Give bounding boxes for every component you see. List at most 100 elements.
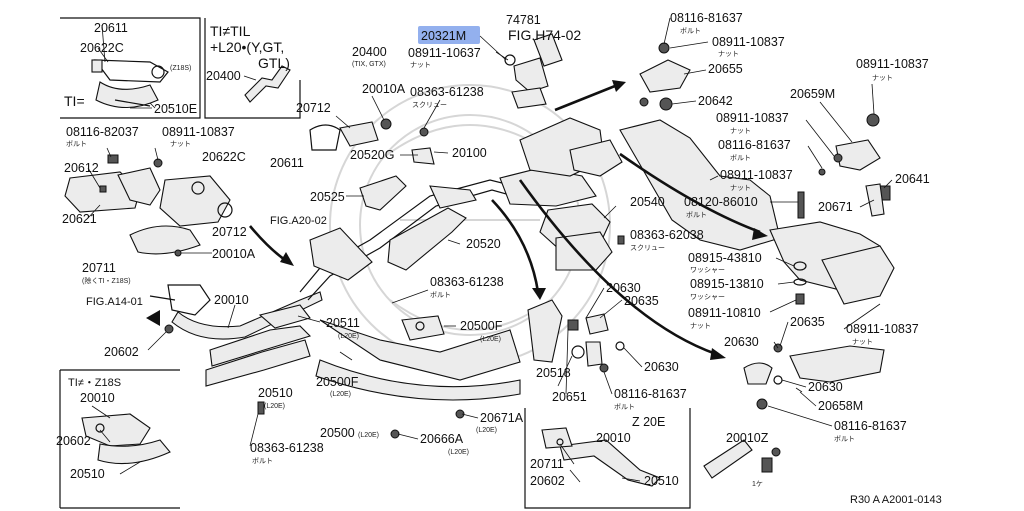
- label-nut-m: ナット: [730, 184, 751, 192]
- label-20010z: 20010Z: [726, 431, 769, 445]
- label-gtl-line: GTL): [258, 55, 290, 71]
- til-variant-box: [204, 18, 301, 119]
- part-labels: 20611 20622C (Z18S) TI= 20510E TI≠TIL +L…: [56, 11, 942, 506]
- part-20010z: [703, 439, 781, 479]
- label-08911-10837-r: 08911-10837: [856, 57, 929, 71]
- label-20500f-a: 20500F: [460, 319, 503, 333]
- ti-variant-box: [60, 17, 201, 119]
- label-20641: 20641: [895, 172, 930, 186]
- label-bolt-mr: ボルト: [730, 154, 751, 162]
- label-20500f-b: 20500F: [316, 375, 359, 389]
- label-20630-b: 20630: [724, 335, 759, 349]
- label-74781: 74781: [506, 13, 541, 27]
- label-20612: 20612: [64, 161, 99, 175]
- label-20010a-top: 20010A: [362, 82, 406, 96]
- label-20400: 20400: [352, 45, 387, 59]
- label-20712-top: 20712: [296, 101, 331, 115]
- label-bolt-tr: ボルト: [680, 27, 701, 35]
- label-z18s-tag: (Z18S): [170, 65, 191, 72]
- hanger-group-20651: [527, 299, 625, 373]
- label-bolt-m2: ボルト: [430, 291, 451, 299]
- label-20518: 20518: [536, 366, 571, 380]
- label-screw-top: スクリュー: [412, 101, 447, 109]
- label-20659m: 20659M: [790, 87, 835, 101]
- label-bolt-b: ボルト: [614, 403, 635, 411]
- label-20602-box: 20602: [56, 434, 91, 448]
- front-tube-20010: [129, 175, 323, 351]
- label-20525: 20525: [310, 190, 345, 204]
- label-20658m: 20658M: [818, 399, 863, 413]
- label-08915-43810: 08915-43810: [688, 251, 762, 265]
- label-08911-10837-m: 08911-10837: [720, 168, 793, 182]
- label-nut-tr: ナット: [718, 50, 739, 58]
- label-20630-d: 20630: [808, 380, 843, 394]
- heat-insulator-left: [64, 147, 163, 219]
- label-20622c-l: 20622C: [202, 150, 246, 164]
- label-20602-z: 20602: [530, 474, 565, 488]
- label-l20-line: +L20•(Y,GT,: [210, 39, 284, 55]
- label-08915-13810: 08915-13810: [690, 277, 764, 291]
- label-fig-h74: FIG.H74-02: [508, 27, 581, 43]
- label-08116-81637-b: 08116-81637: [614, 387, 687, 401]
- label-08911-10837-b: 08911-10837: [846, 322, 919, 336]
- label-08116-82037: 08116-82037: [66, 125, 139, 139]
- label-nut-mr: ナット: [730, 127, 751, 135]
- label-20400-box: 20400: [206, 69, 241, 83]
- label-20622c-top: 20622C: [80, 41, 124, 55]
- label-washer-a: ワッシャー: [690, 266, 725, 274]
- label-08363-62038: 08363-62038: [630, 228, 704, 242]
- leader-lines: [91, 17, 893, 483]
- label-screw-m: スクリュー: [630, 244, 665, 252]
- label-20611-l: 20611: [270, 156, 304, 170]
- label-20010a-l: 20010A: [212, 247, 256, 261]
- label-20500: 20500: [320, 426, 355, 440]
- label-box-title: TI≠・Z18S: [68, 377, 121, 389]
- label-08363-61238-m: 08363-61238: [430, 275, 504, 289]
- label-20711: 20711: [82, 261, 116, 275]
- label-bolt-br: ボルト: [834, 435, 855, 443]
- z18s-box: [59, 369, 180, 509]
- label-washer-b: ワッシャー: [690, 293, 725, 301]
- muffler-assembly-right: [619, 42, 895, 305]
- heat-shield-20525-20520: [315, 175, 521, 439]
- label-20635-a: 20635: [624, 294, 659, 308]
- exhaust-tube-20100: [299, 117, 623, 301]
- label-20540: 20540: [630, 195, 665, 209]
- label-bolt-l: ボルト: [66, 140, 87, 148]
- label-l20e-e: (L20E): [476, 427, 497, 434]
- label-08363-61238-top: 08363-61238: [410, 85, 484, 99]
- flow-arrows: [146, 80, 768, 360]
- label-20510-box: 20510: [70, 467, 105, 481]
- label-08911-10637: 08911-10637: [408, 46, 481, 60]
- label-08363-61238-b: 08363-61238: [250, 441, 324, 455]
- highlight-box: [418, 26, 480, 44]
- label-l20e-b: (L20E): [480, 336, 501, 343]
- label-20635-b: 20635: [790, 315, 825, 329]
- label-08911-10837-l: 08911-10837: [162, 125, 235, 139]
- label-20321m: 20321M: [421, 29, 466, 43]
- label-20711-sub: (除くTI・Z18S): [82, 276, 131, 285]
- label-20671: 20671: [818, 200, 853, 214]
- label-20100: 20100: [452, 146, 487, 160]
- label-20630-a: 20630: [606, 281, 641, 295]
- label-z20e: Z 20E: [632, 415, 665, 429]
- label-l20e-d: (L20E): [264, 403, 285, 410]
- label-20642: 20642: [698, 94, 733, 108]
- label-bolt-b3: ボルト: [252, 457, 273, 465]
- label-20010-z: 20010: [596, 431, 631, 445]
- label-20711-z: 20711: [530, 457, 564, 471]
- label-nut-b2: ナット: [852, 338, 873, 346]
- label-20520g: 20520G: [350, 148, 394, 162]
- label-nut-b: ナット: [690, 322, 711, 330]
- label-20510-m: 20510: [258, 386, 293, 400]
- label-08116-81637-tr: 08116-81637: [670, 11, 743, 25]
- label-fig-a14: FIG.A14-01: [86, 296, 143, 308]
- label-l20e-f: (L20E): [358, 432, 379, 439]
- label-20630-c: 20630: [644, 360, 679, 374]
- label-l20e-c: (L20E): [330, 391, 351, 398]
- muffler-20540: [539, 203, 625, 271]
- label-ti-eq: TI=: [64, 93, 85, 109]
- label-08120-86010: 08120-86010: [684, 195, 758, 209]
- label-til-title: TI≠TIL: [210, 23, 251, 39]
